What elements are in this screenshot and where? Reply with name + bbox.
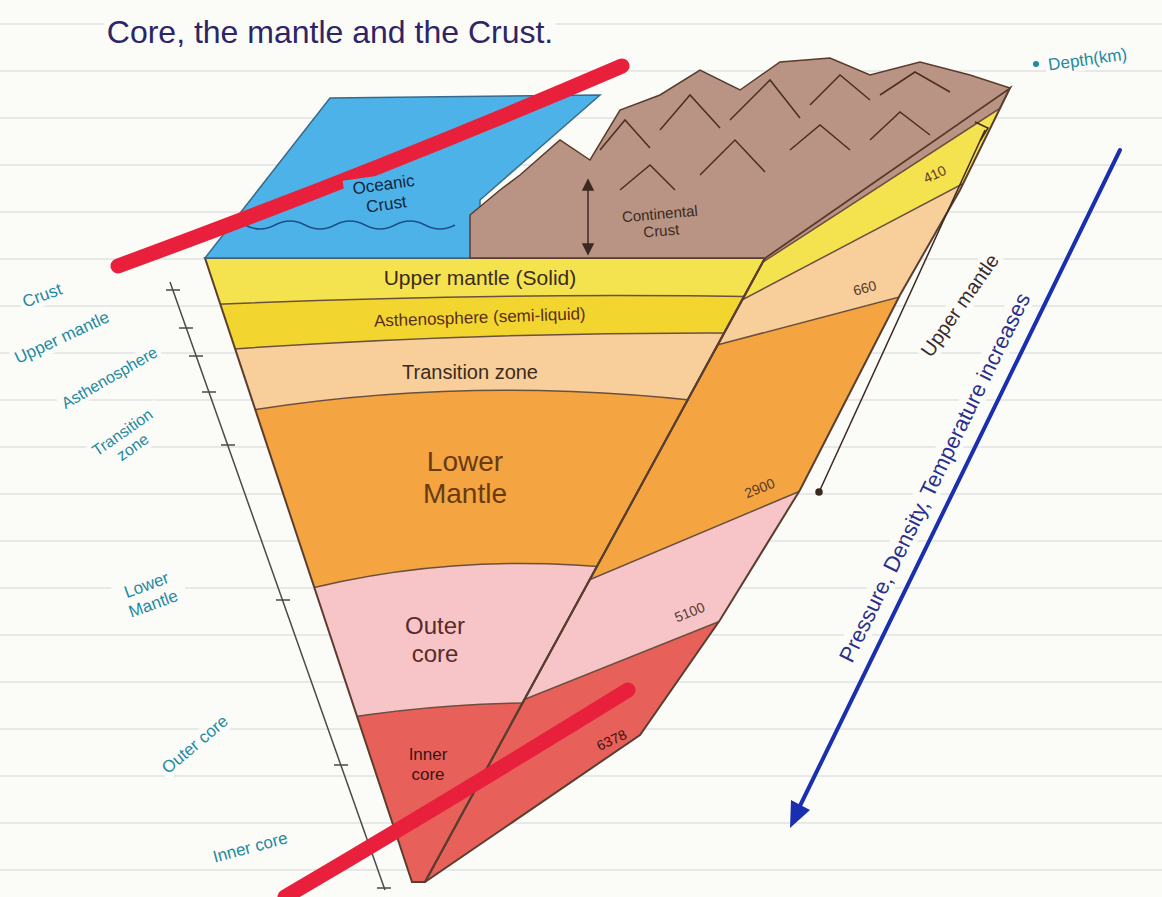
layer-name: Upper mantle (Solid) [384, 266, 577, 290]
crust-thickness-arrow [583, 180, 593, 254]
mantle-band: Upper mantle (Solid) [381, 266, 580, 290]
layer-name: Outer core [393, 612, 477, 667]
front-outline [205, 258, 765, 882]
layer-name: Lower Mantle [413, 446, 517, 510]
layer-name: Continental Crust [614, 201, 706, 243]
mountain-strokes [600, 72, 950, 190]
trend-arrow [790, 150, 1120, 828]
red-marker-stroke [118, 66, 622, 266]
depth-bullet [1033, 61, 1039, 67]
mantle-band: Lower Mantle [410, 446, 520, 510]
core-band: Inner core [398, 745, 458, 784]
left-depth-axis [166, 282, 391, 890]
mantle-band: Transition zone [399, 361, 541, 384]
red-marker-stroke [285, 690, 628, 897]
core-band: Outer core [390, 612, 480, 667]
layer-name: Transition zone [402, 361, 538, 384]
layer-name: Inner core [401, 745, 455, 784]
continent-mountains [470, 58, 1010, 258]
page-title: Core, the mantle and the Crust. [104, 14, 556, 51]
